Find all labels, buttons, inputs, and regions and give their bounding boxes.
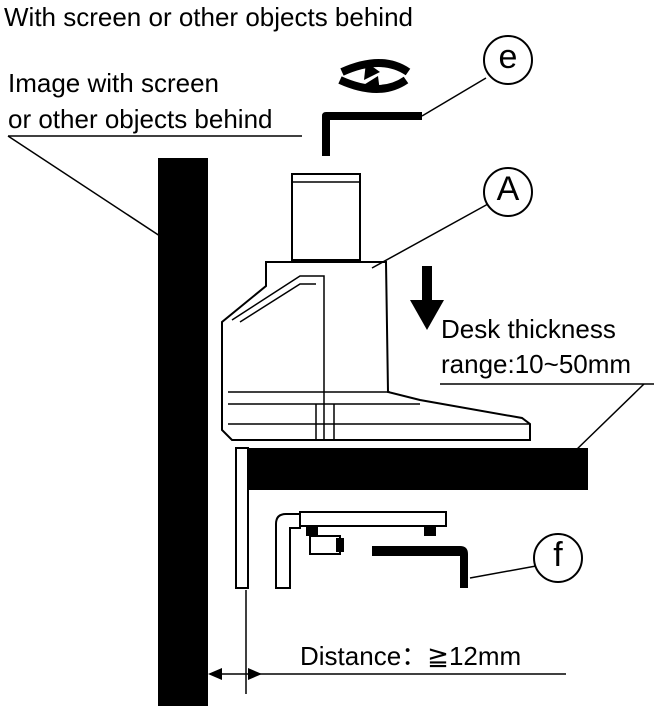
desk-label-line2: range:10~50mm xyxy=(441,349,632,379)
callout-a-circle xyxy=(483,167,533,217)
rotate-arrows-icon xyxy=(338,59,411,93)
callout-e-circle xyxy=(483,35,533,85)
desk-board xyxy=(248,448,588,490)
clamp-body xyxy=(221,261,531,441)
callout-e-letter: e xyxy=(498,38,518,76)
behind-label-line1: Image with screen xyxy=(8,68,219,98)
diagram-title: With screen or other objects behind xyxy=(4,2,413,32)
distance-arrow-left xyxy=(208,668,222,680)
wall-panel xyxy=(158,158,208,706)
callout-a-leader xyxy=(371,203,489,269)
distance-label: Distance：≧12mm xyxy=(300,641,522,671)
lower-bracket xyxy=(275,511,447,589)
callout-e-leader xyxy=(421,77,487,117)
down-arrow-icon xyxy=(410,266,444,330)
desk-leader-diagonal xyxy=(573,383,645,453)
behind-label-line2: or other objects behind xyxy=(8,104,273,134)
callout-f-letter: f xyxy=(553,536,563,574)
allen-key-f xyxy=(372,546,468,588)
callout-a-letter: A xyxy=(496,170,520,208)
clamp-post xyxy=(291,173,361,261)
desk-label-line1: Desk thickness xyxy=(441,314,616,344)
callout-f-circle xyxy=(533,533,583,583)
allen-key-e xyxy=(322,112,422,156)
clamp-leg xyxy=(235,447,249,589)
distance-arrow-right xyxy=(248,668,262,680)
callout-f-leader xyxy=(469,565,537,579)
behind-leader-diagonal xyxy=(7,135,167,241)
